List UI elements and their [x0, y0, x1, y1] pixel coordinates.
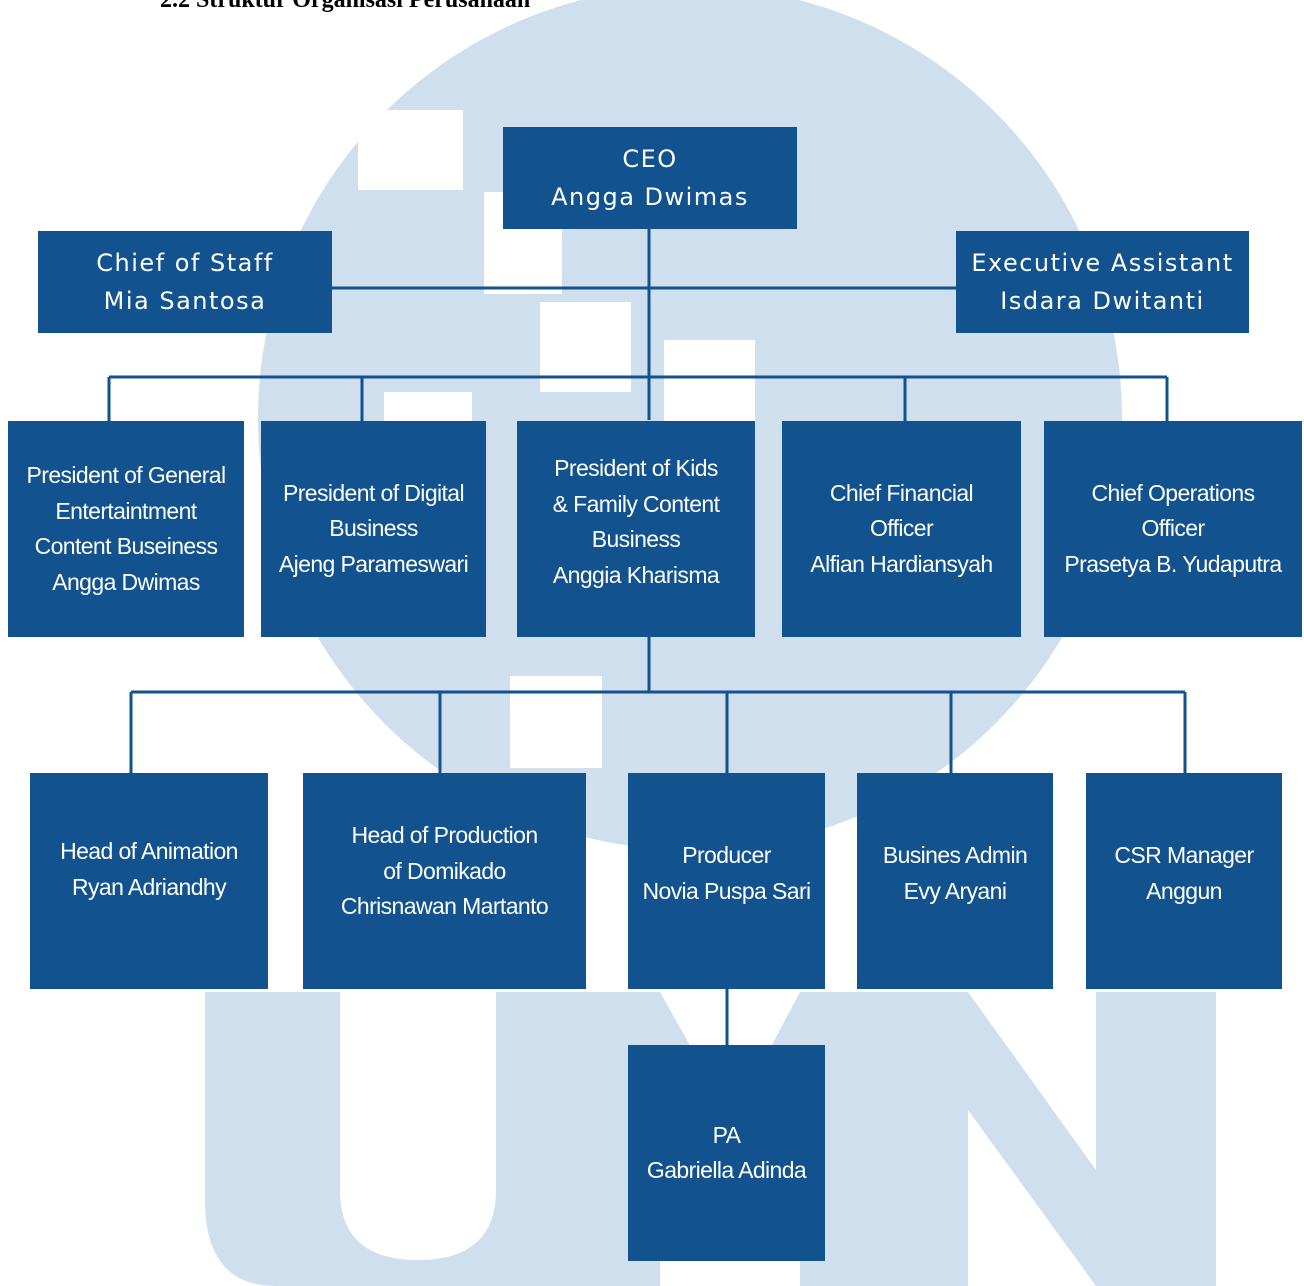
- box-line: Entertaintment: [55, 497, 197, 524]
- chief-of-staff-box: Chief of Staff Mia Santosa: [38, 231, 332, 333]
- watermark-square: [664, 340, 755, 430]
- csr-manager-box: CSR Manager Anggun: [1086, 773, 1282, 989]
- box-line: Novia Puspa Sari: [642, 877, 811, 904]
- ceo-name: Angga Dwimas: [551, 183, 749, 211]
- chief-of-staff-name: Mia Santosa: [103, 287, 267, 315]
- box-line: Anggia Kharisma: [552, 561, 720, 588]
- box-line: Angga Dwimas: [52, 568, 200, 595]
- chief-of-staff-title: Chief of Staff: [96, 249, 274, 277]
- chief-operations-officer-box: Chief Operations Officer Prasetya B. Yud…: [1044, 421, 1302, 637]
- chief-financial-officer-box: Chief Financial Officer Alfian Hardiansy…: [782, 421, 1021, 637]
- box-line: Anggun: [1146, 877, 1222, 904]
- box-line: Gabriella Adinda: [646, 1157, 807, 1183]
- ceo-title: CEO: [622, 145, 678, 173]
- box-line: Chief Financial: [829, 479, 974, 506]
- ceo-box: CEO Angga Dwimas: [503, 127, 797, 229]
- box-line: Evy Aryani: [903, 877, 1007, 904]
- box-line: Content Buseiness: [34, 533, 218, 559]
- pa-box: PA Gabriella Adinda: [628, 1045, 825, 1261]
- box-line: Head of Production: [351, 822, 538, 848]
- watermark-letter-n: [848, 992, 1216, 1286]
- box-line: CSR Manager: [1114, 842, 1254, 868]
- box-line: Busines Admin: [882, 842, 1028, 868]
- box-line: Prasetya B. Yudaputra: [1064, 550, 1282, 577]
- box-line: President of General: [26, 462, 227, 488]
- president-general-entertainment-box: President of General Entertaintment Cont…: [8, 421, 244, 637]
- busines-admin-box: Busines Admin Evy Aryani: [857, 773, 1053, 989]
- executive-assistant-box: Executive Assistant Isdara Dwitanti: [956, 231, 1249, 333]
- box-line: of Domikado: [383, 857, 506, 884]
- head-of-animation-box: Head of Animation Ryan Adriandhy: [30, 773, 268, 989]
- section-heading: 2.2 Struktur Organisasi Perusahaan: [160, 0, 531, 13]
- box-line: Chief Operations: [1091, 479, 1256, 506]
- box-line: Officer: [869, 515, 934, 542]
- box-line: Chrisnawan Martanto: [340, 893, 549, 919]
- executive-assistant-name: Isdara Dwitanti: [1000, 287, 1205, 315]
- box-line: Business: [329, 515, 418, 542]
- producer-box: Producer Novia Puspa Sari: [628, 773, 825, 989]
- box-line: Ryan Adriandhy: [72, 873, 227, 900]
- box-line: PA: [712, 1121, 741, 1148]
- box-line: & Family Content: [552, 490, 720, 517]
- box-line: Head of Animation: [60, 838, 238, 864]
- box-line: Producer: [682, 842, 771, 868]
- executive-assistant-title: Executive Assistant: [971, 249, 1234, 277]
- watermark-square: [358, 110, 463, 190]
- president-digital-business-box: President of Digital Business Ajeng Para…: [261, 421, 486, 637]
- head-of-production-box: Head of Production of Domikado Chrisnawa…: [303, 773, 586, 989]
- box-line: President of Kids: [554, 455, 718, 481]
- watermark-letter-u: [205, 992, 630, 1286]
- box-line: Officer: [1141, 515, 1205, 542]
- president-kids-family-box: President of Kids & Family Content Busin…: [517, 421, 755, 637]
- box-line: Ajeng Parameswari: [278, 550, 469, 577]
- box-line: Business: [591, 526, 681, 552]
- box-line: Alfian Hardiansyah: [810, 550, 993, 577]
- box-line: President of Digital: [282, 479, 465, 506]
